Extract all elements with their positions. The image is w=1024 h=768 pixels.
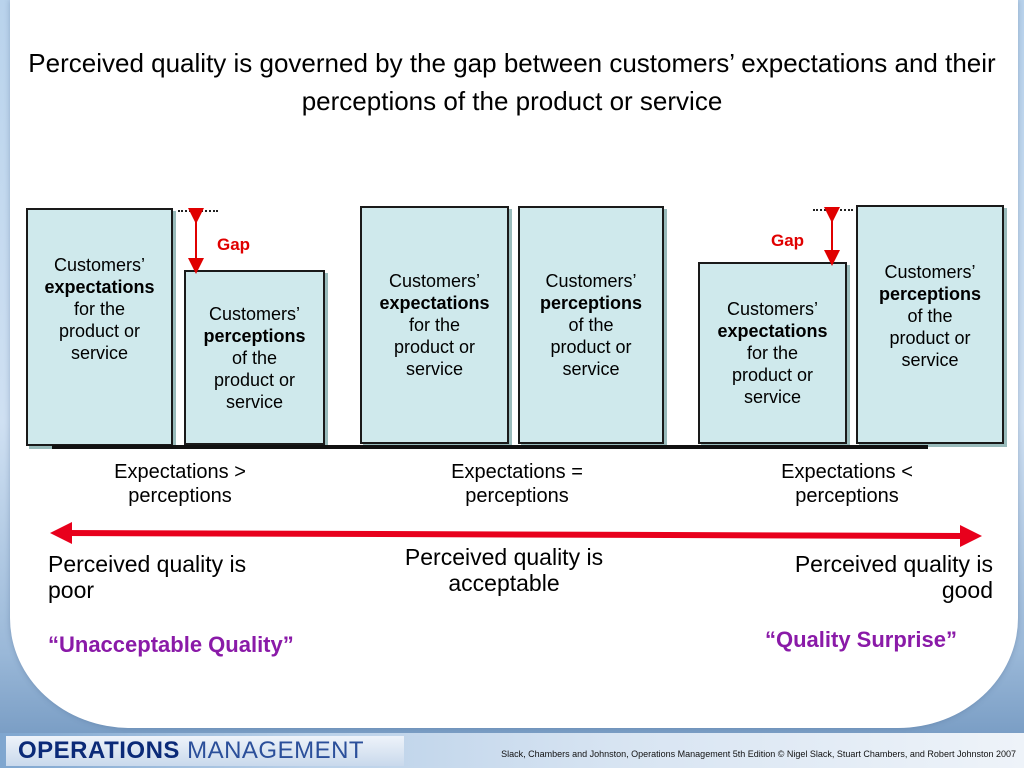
comparison-left-line1: Expectations > <box>114 461 246 483</box>
box-text: product or <box>58 321 141 341</box>
box-perceptions-1: Customers’ perceptions of the product or… <box>184 270 325 445</box>
box-text: product or <box>731 365 814 385</box>
baseline <box>52 445 928 449</box>
slide-card <box>10 0 1018 728</box>
box-text: product or <box>550 337 632 357</box>
box-text: of the <box>568 315 614 335</box>
quality-poor-line1: Perceived quality is <box>48 551 247 577</box>
comparison-right-line1: Expectations < <box>781 461 913 483</box>
gap-label-left: Gap <box>217 235 251 254</box>
comparison-middle: Expectations = perceptions <box>417 460 617 508</box>
box-expectations-2: Customers’ expectations for the product … <box>360 206 509 444</box>
quality-scale-arrow-shaft <box>65 530 967 539</box>
box-text: of the <box>231 347 278 368</box>
box-text: for the <box>73 299 125 319</box>
box-text: of the <box>907 306 953 326</box>
box-text-bold: expectations <box>379 293 490 313</box>
quality-acceptable: Perceived quality is acceptable <box>364 544 644 596</box>
comparison-right: Expectations < perceptions <box>747 460 947 508</box>
box-text-bold: perceptions <box>539 293 643 313</box>
quality-acceptable-line1: Perceived quality is <box>404 544 604 570</box>
box-text: service <box>562 359 620 379</box>
gap-label-right: Gap <box>771 231 805 250</box>
box-text-bold: expectations <box>717 321 828 341</box>
box-text-bold: perceptions <box>878 284 982 304</box>
quality-scale-arrow-head-right <box>960 525 982 547</box>
slide-title: Perceived quality is governed by the gap… <box>28 48 996 116</box>
logo-bold-text: OPERATIONS <box>18 737 180 764</box>
box-text: Customers’ <box>545 271 637 291</box>
comparison-left: Expectations > perceptions <box>80 460 280 508</box>
box-text: for the <box>408 315 460 335</box>
quality-poor-line2: poor <box>48 577 95 603</box>
box-text-bold: perceptions <box>203 325 306 346</box>
comparison-middle-line2: perceptions <box>465 485 569 507</box>
box-text: service <box>743 387 801 407</box>
box-perceptions-2: Customers’ perceptions of the product or… <box>518 206 664 444</box>
box-text: Customers’ <box>53 255 145 275</box>
box-text: Customers’ <box>388 271 480 291</box>
box-text: service <box>901 350 959 370</box>
box-text: for the <box>746 343 798 363</box>
comparison-middle-line1: Expectations = <box>451 461 583 483</box>
quote-surprise: “Quality Surprise” <box>765 627 957 652</box>
box-text: Customers’ <box>884 262 976 282</box>
box-text: service <box>225 391 283 412</box>
box-text: Customers’ <box>726 299 818 319</box>
operations-management-logo: OPERATIONS MANAGEMENT <box>18 737 364 765</box>
comparison-right-line2: perceptions <box>795 485 899 507</box>
box-text: Customers’ <box>208 303 301 324</box>
box-text: product or <box>889 328 971 348</box>
quality-good-line2: good <box>941 577 993 603</box>
quality-acceptable-line2: acceptable <box>448 570 560 596</box>
box-text-bold: expectations <box>44 277 155 297</box>
logo-panel <box>6 736 404 766</box>
box-text: product or <box>213 369 296 390</box>
logo-light-text: MANAGEMENT <box>187 737 365 764</box>
box-perceptions-3: Customers’ perceptions of the product or… <box>856 205 1004 444</box>
comparison-left-line2: perceptions <box>128 485 232 507</box>
quote-unacceptable: “Unacceptable Quality” <box>48 632 294 657</box>
quality-scale-arrow-head-left <box>50 522 72 544</box>
box-text: service <box>70 343 128 363</box>
box-text: service <box>405 359 463 379</box>
quality-good: Perceived quality is good <box>693 551 993 603</box>
footer-credit: Slack, Chambers and Johnston, Operations… <box>501 749 1016 759</box>
box-expectations-1: Customers’ expectations for the product … <box>26 208 173 446</box>
quality-poor: Perceived quality is poor <box>48 551 348 603</box>
box-expectations-3: Customers’ expectations for the product … <box>698 262 847 444</box>
quality-good-line1: Perceived quality is <box>794 551 993 577</box>
box-text: product or <box>393 337 476 357</box>
